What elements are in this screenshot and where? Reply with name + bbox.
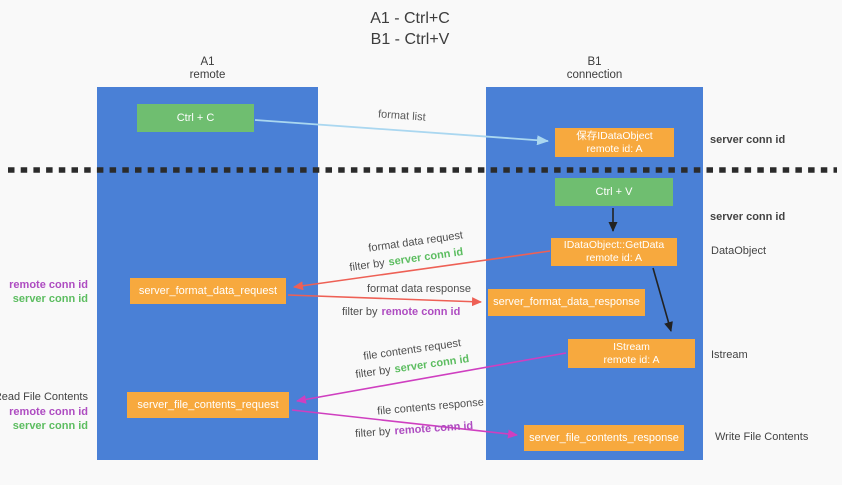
node-ctrl-v: Ctrl + V <box>555 178 673 206</box>
filter-by-text: filter by <box>354 364 392 381</box>
node-server-file-contents-request: server_file_contents_request <box>127 392 289 418</box>
title-line-1: A1 - Ctrl+C <box>370 10 450 27</box>
side-label-dataobject: DataObject <box>711 245 767 257</box>
node-format-response-label: server_format_data_response <box>493 296 640 308</box>
node-server-file-contents-response: server_file_contents_response <box>524 425 684 451</box>
node-istream-line1: IStream <box>613 340 650 353</box>
node-save-idataobject-line2: remote id: A <box>586 142 643 155</box>
lane-a1-role: remote <box>189 69 226 81</box>
node-save-idataobject: 保存IDataObject remote id: A <box>555 128 674 157</box>
node-save-idataobject-line1: 保存IDataObject <box>576 129 653 142</box>
side-label-server-conn-id-1: server conn id <box>12 293 88 305</box>
node-server-format-data-request: server_format_data_request <box>130 278 286 304</box>
node-file-request-label: server_file_contents_request <box>137 398 279 411</box>
side-label-server-conn-id-top: server conn id <box>710 134 786 146</box>
diagram-title: A1 - Ctrl+C B1 - Ctrl+V <box>0 8 820 50</box>
side-label-istream: Istream <box>711 349 748 361</box>
remote-conn-id-text: remote conn id <box>381 306 461 318</box>
node-server-format-data-response: server_format_data_response <box>488 289 645 316</box>
node-ctrl-c: Ctrl + C <box>137 104 254 132</box>
edge-label-format-data-response: format data response <box>367 283 471 295</box>
lane-a1-name: A1 <box>200 56 215 68</box>
remote-conn-id-text: remote conn id <box>394 419 474 438</box>
lane-header-a1: A1 remote <box>97 56 318 82</box>
node-istream-line2: remote id: A <box>603 353 660 366</box>
node-ctrl-v-label: Ctrl + V <box>595 185 633 198</box>
lane-b1-role: connection <box>566 69 623 81</box>
side-label-read-file-contents: Read File Contents <box>0 391 88 403</box>
node-file-response-label: server_file_contents_response <box>529 431 679 444</box>
filter-by-text: filter by <box>342 306 378 318</box>
title-line-2: B1 - Ctrl+V <box>370 31 450 48</box>
side-label-remote-conn-id-1: remote conn id <box>9 279 88 291</box>
side-label-write-file-contents: Write File Contents <box>715 431 809 443</box>
node-getdata-line1: IDataObject::GetData <box>563 239 665 251</box>
filter-by-text: filter by <box>348 257 386 274</box>
side-label-remote-conn-id-2: remote conn id <box>9 406 88 418</box>
node-ctrl-c-label: Ctrl + C <box>176 111 215 124</box>
node-idataobject-getdata: IDataObject::GetData remote id: A <box>551 238 677 266</box>
node-getdata-line2: remote id: A <box>585 252 643 264</box>
filter-by-text: filter by <box>354 425 391 441</box>
edge-label-file-contents-response: file contents response <box>376 396 485 418</box>
node-format-request-label: server_format_data_request <box>138 284 278 297</box>
side-label-server-conn-id-2: server conn id <box>12 420 88 432</box>
node-istream: IStream remote id: A <box>568 339 695 368</box>
side-label-server-conn-id-mid: server conn id <box>710 211 786 223</box>
lane-header-b1: B1 connection <box>486 56 703 82</box>
lane-b1-name: B1 <box>587 56 602 68</box>
edge-label-format-list: format list <box>377 108 427 124</box>
